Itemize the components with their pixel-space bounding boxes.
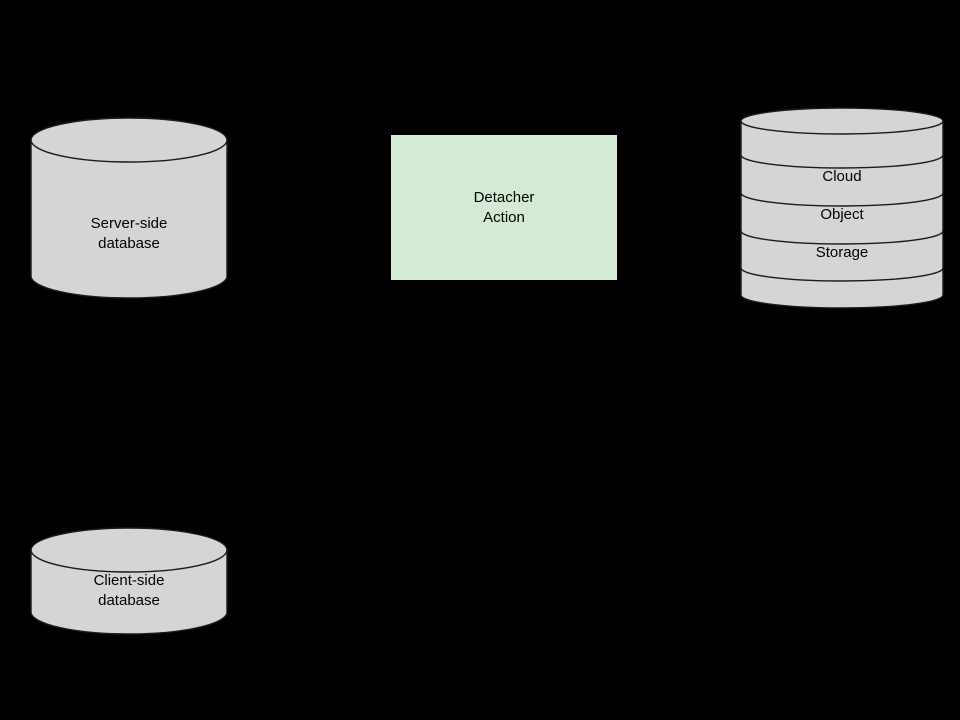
stacked-cylinder-shape [740, 107, 944, 309]
rectangle-shape [391, 135, 617, 280]
node-cloud-object-storage[interactable]: Cloud Object Storage [740, 107, 944, 309]
cylinder-shape [30, 117, 228, 299]
cylinder-shape [30, 527, 228, 635]
